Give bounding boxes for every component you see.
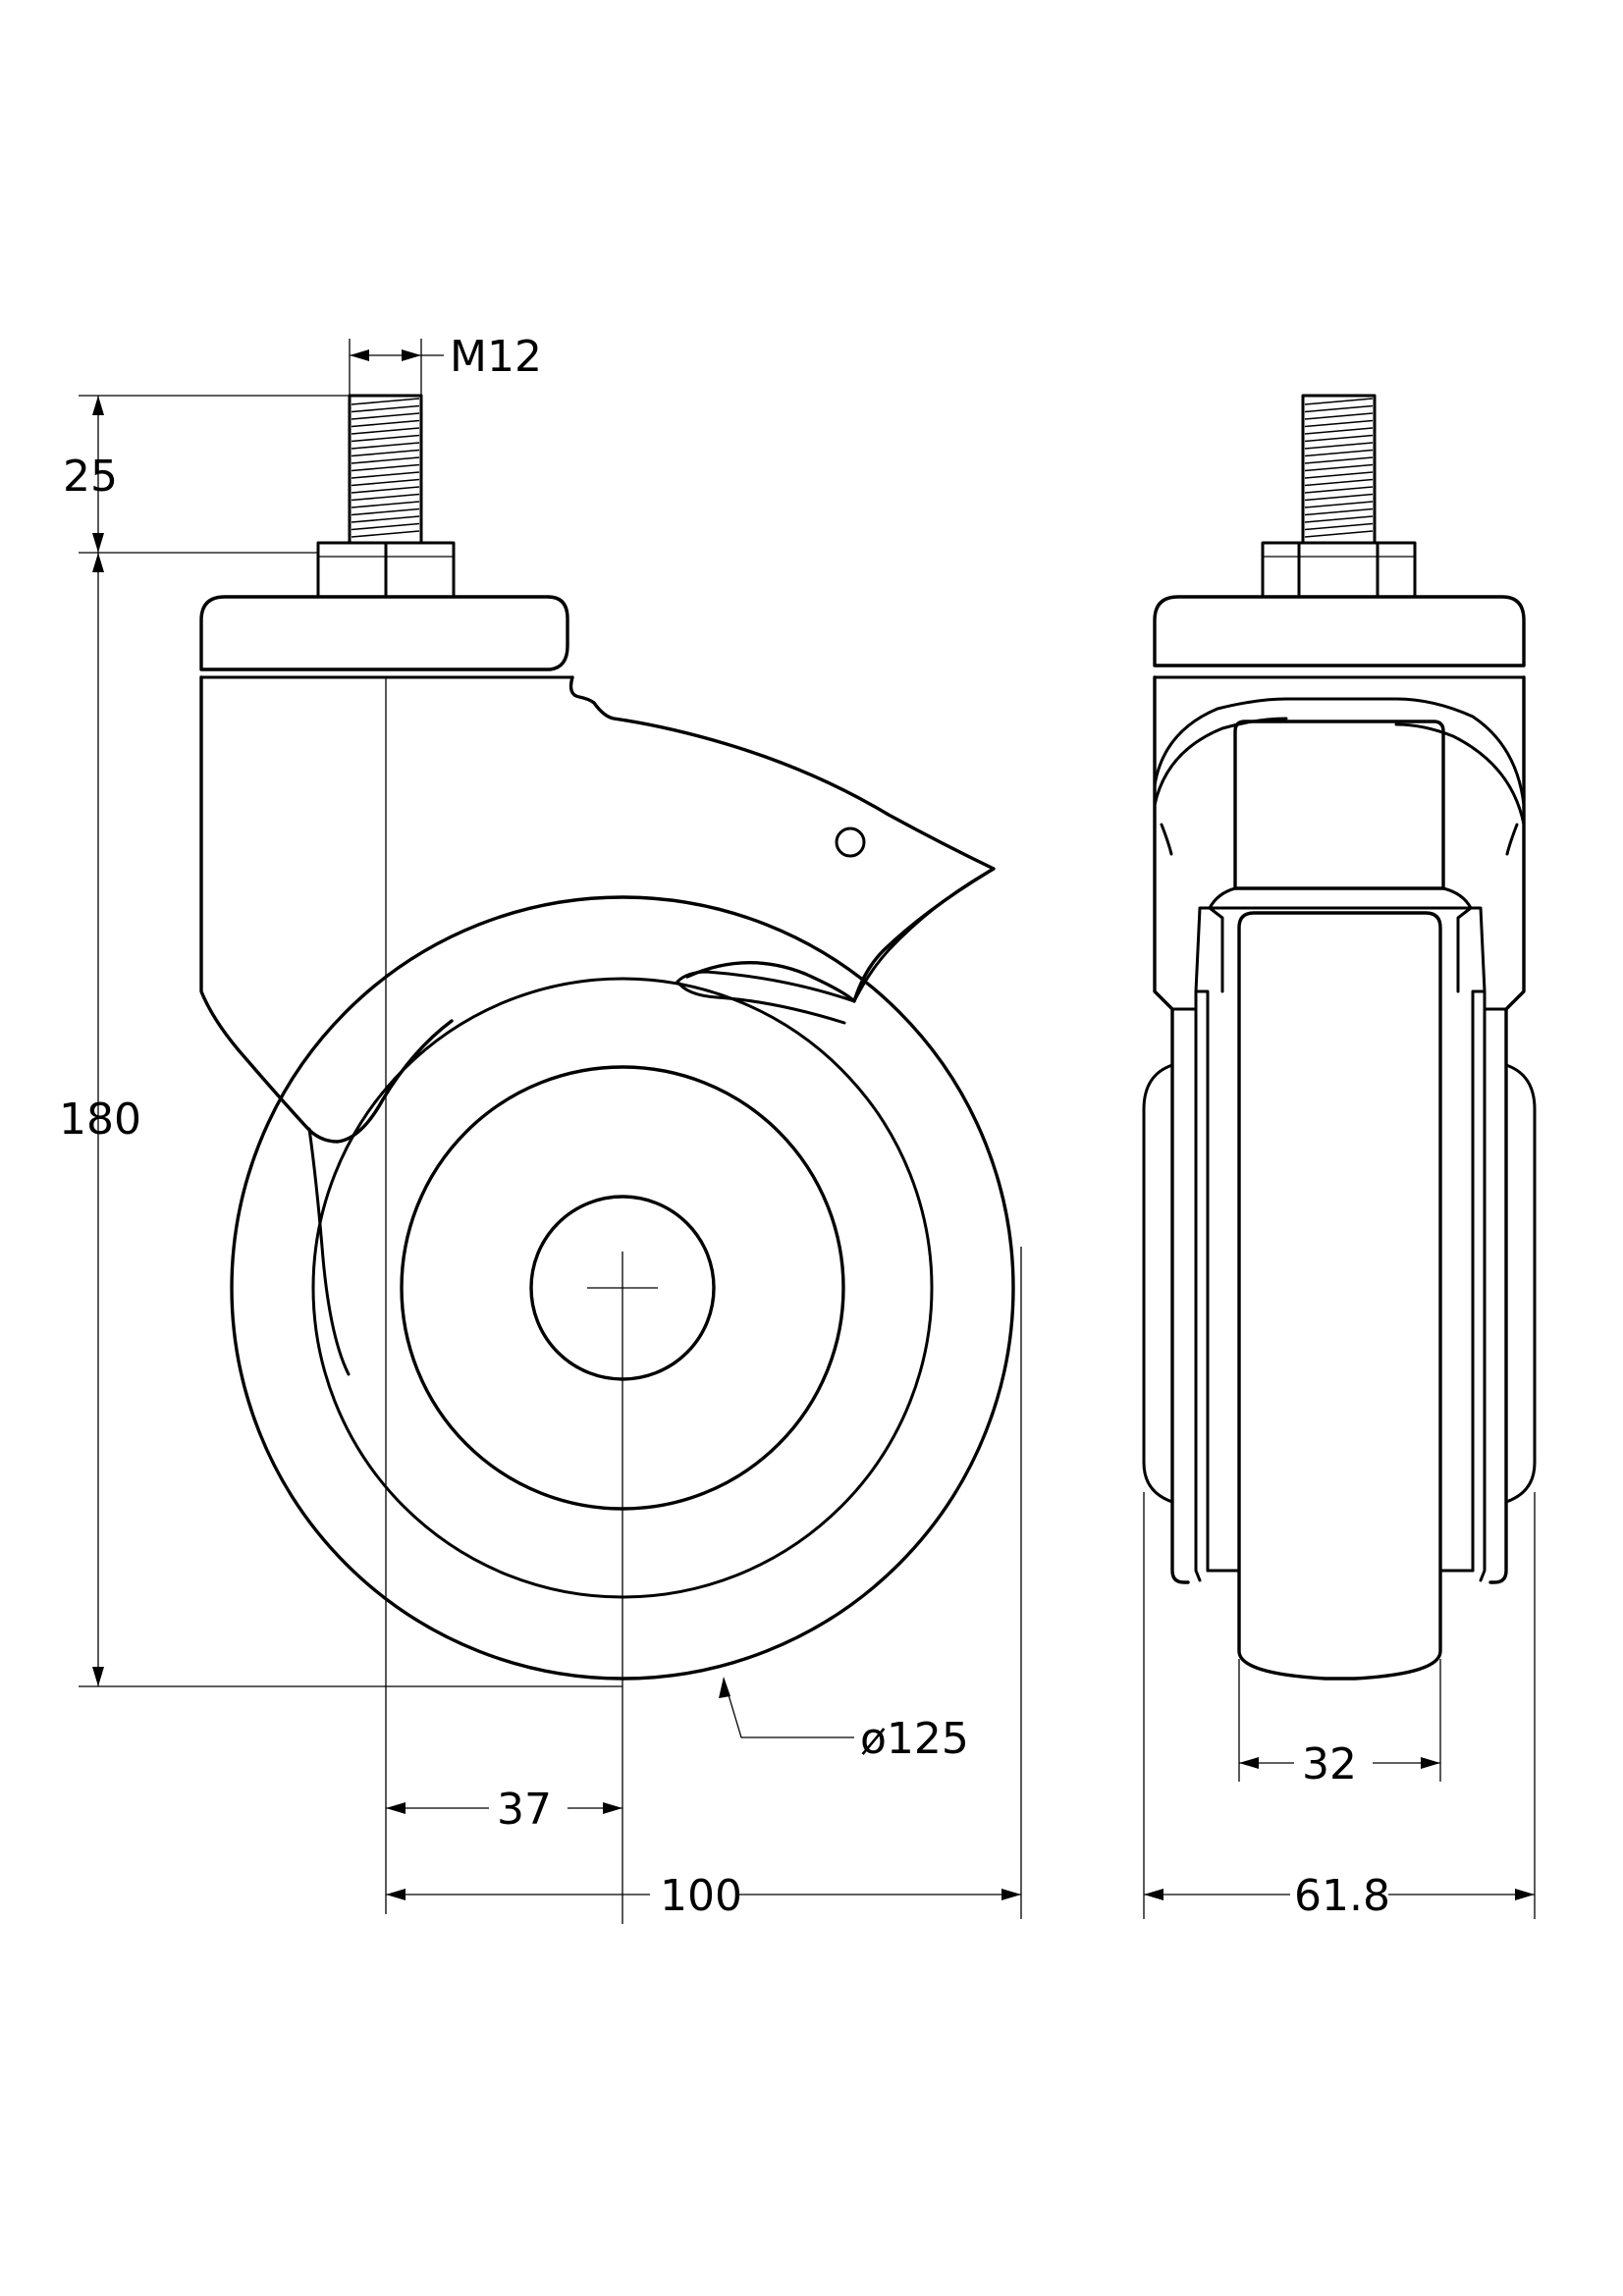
side-vent-right: [1505, 823, 1519, 856]
dim-offset: 37: [386, 1785, 622, 1835]
thread-line: [1304, 471, 1374, 479]
thread-line: [351, 478, 420, 487]
thread-line: [1304, 493, 1374, 502]
thread-line: [1304, 501, 1374, 508]
label-offset: 37: [497, 1785, 552, 1835]
thread-line: [351, 434, 420, 443]
side-view: 32 61.8: [1142, 394, 1537, 1921]
side-threaded-stem: [1301, 394, 1377, 545]
thread-line: [1304, 419, 1374, 428]
label-overall-width: 100: [660, 1871, 742, 1921]
side-hex-nut: [1261, 541, 1417, 599]
thread-line: [1304, 449, 1374, 457]
side-center-block: [1233, 720, 1445, 890]
thread-line: [1304, 522, 1374, 531]
front-hood-inner-edge: [852, 867, 996, 1003]
thread-line: [351, 419, 420, 428]
thread-line: [351, 493, 420, 502]
label-tread-width: 32: [1302, 1739, 1357, 1789]
thread-line: [351, 530, 420, 538]
front-view: M12 25 180 ø125: [59, 332, 1022, 1924]
front-fork-hood: [568, 675, 996, 1003]
front-top-plate: [199, 595, 569, 671]
thread-line: [351, 427, 420, 435]
thread-line: [351, 463, 420, 472]
thread-line: [1304, 434, 1374, 443]
thread-line: [1304, 530, 1374, 538]
side-fork-outer: [1153, 675, 1526, 1584]
thread-line: [1304, 404, 1374, 413]
thread-line: [351, 522, 420, 531]
dim-tread-width: 32: [1238, 1659, 1441, 1789]
side-wheel-tread: [1237, 911, 1442, 1681]
dim-side-width: 61.8: [1143, 1492, 1536, 1921]
label-thread: M12: [450, 332, 542, 382]
thread-line: [351, 449, 420, 457]
front-fork-body: [199, 675, 454, 1144]
thread-line: [1304, 398, 1374, 405]
thread-line: [351, 412, 420, 420]
thread-line: [351, 471, 420, 479]
label-wheel-diameter: ø125: [860, 1714, 969, 1764]
thread-line: [351, 486, 420, 494]
label-side-width: 61.8: [1294, 1871, 1390, 1921]
thread-line: [351, 398, 420, 405]
thread-line: [1304, 486, 1374, 494]
dim-wheel-diameter: ø125: [719, 1677, 969, 1764]
thread-line: [1304, 412, 1374, 420]
label-total-height: 180: [59, 1095, 141, 1145]
side-tyre-left: [1142, 1063, 1174, 1504]
dim-stem-length: 25: [63, 395, 350, 554]
thread-line: [351, 501, 420, 508]
thread-line: [351, 404, 420, 413]
front-fork-lower-curve: [307, 1127, 351, 1376]
side-tyre-right: [1504, 1063, 1537, 1504]
front-wheel: [230, 895, 1015, 1924]
dim-thread: M12: [349, 332, 542, 396]
side-vent-left: [1160, 823, 1173, 856]
dim-overall-width: 100: [386, 1247, 1022, 1921]
front-threaded-stem: [348, 394, 423, 545]
front-hex-nut: [316, 541, 456, 599]
thread-line: [351, 515, 420, 523]
thread-line: [1304, 442, 1374, 450]
thread-line: [351, 507, 420, 516]
dim-total-height: 180: [59, 553, 622, 1687]
front-hood-rivet: [835, 827, 866, 858]
thread-line: [1304, 515, 1374, 523]
thread-line: [1304, 456, 1374, 464]
thread-line: [1304, 463, 1374, 472]
thread-line: [351, 456, 420, 464]
thread-line: [1304, 507, 1374, 516]
front-thread-lines: [351, 398, 420, 538]
side-top-plate: [1153, 595, 1526, 667]
thread-line: [351, 442, 420, 450]
thread-line: [1304, 478, 1374, 487]
side-thread-lines: [1304, 398, 1374, 538]
label-stem-length: 25: [63, 452, 118, 502]
thread-line: [1304, 427, 1374, 435]
side-fork-shoulder: [1153, 697, 1526, 807]
